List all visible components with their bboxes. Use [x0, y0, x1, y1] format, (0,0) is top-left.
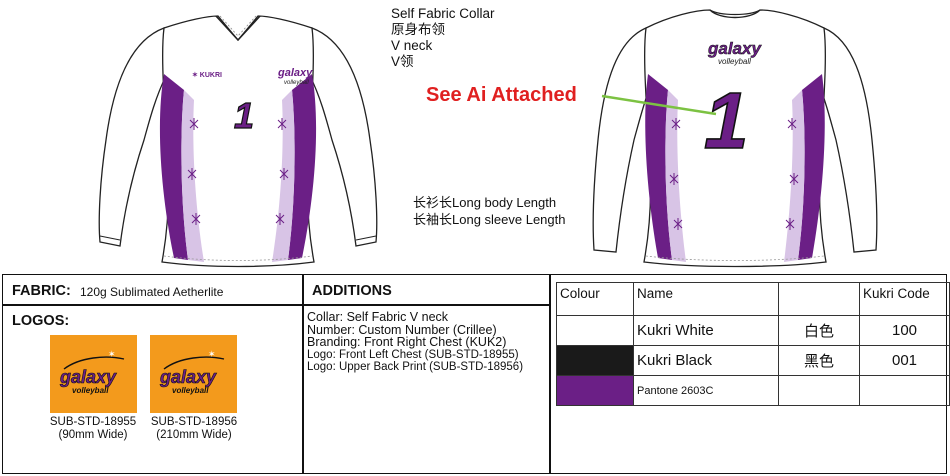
pointer-line [601, 94, 717, 116]
kukri-chest-brand: ✶ KUKRI [192, 71, 222, 79]
back-left-sleeve [592, 27, 655, 253]
logo-caption: SUB-STD-18955 (90mm Wide) [38, 416, 148, 442]
colour-table: Colour Name Kukri Code Kukri White 白色 10… [556, 282, 950, 406]
logo-swatch-18955: ✶ galaxy volleyball [50, 335, 137, 413]
right-side-panel [288, 74, 317, 260]
addition-item: Logo: Upper Back Print (SUB-STD-18956) [307, 361, 524, 373]
collar-note-line: V neck [391, 38, 433, 53]
left-sleeve [98, 27, 167, 247]
galaxy-chest-logo: galaxy volleyball [277, 67, 313, 86]
colour-swatch-black [556, 345, 634, 376]
see-ai-note: See Ai Attached [426, 84, 577, 106]
svg-text:galaxy: galaxy [159, 367, 217, 387]
jersey-front-illustration: ✶ KUKRI galaxy volleyball 1 [98, 15, 378, 268]
header-kukri-code: Kukri Code [859, 282, 950, 316]
colour-row: Kukri Black 黑色 001 [556, 345, 950, 376]
galaxy-back-logo: galaxy volleyball [707, 39, 763, 66]
svg-text:volleyball: volleyball [284, 80, 309, 86]
addition-item: Branding: Front Right Chest (KUK2) [307, 335, 507, 349]
colour-swatch-white [556, 315, 634, 346]
additions-title: ADDITIONS [312, 283, 392, 299]
additions-list: Collar: Self Fabric V neck Number: Custo… [307, 311, 523, 374]
colour-table-header: Colour Name Kukri Code [556, 282, 950, 316]
length-notes: 长衫长Long body Length 长袖长Long sleeve Lengt… [413, 194, 565, 228]
fabric-label: FABRIC: [12, 283, 71, 299]
colour-code: 100 [859, 315, 950, 346]
svg-text:volleyball: volleyball [72, 386, 109, 395]
length-note-line: 长袖长Long sleeve Length [413, 212, 566, 227]
logo-code: SUB-STD-18956 [150, 416, 238, 428]
left-side-panel [159, 74, 188, 260]
v-neck-collar [215, 15, 261, 42]
header-blank [778, 282, 860, 316]
collar-note-line: V领 [391, 54, 414, 69]
colour-row: Pantone 2603C [556, 375, 950, 406]
colour-code: 001 [859, 345, 950, 376]
svg-text:volleyball: volleyball [172, 386, 209, 395]
length-note-line: 长衫长Long body Length [413, 195, 557, 210]
divider [549, 274, 551, 474]
logo-code: SUB-STD-18955 [49, 416, 137, 428]
divider [302, 274, 304, 474]
header-colour: Colour [556, 282, 634, 316]
galaxy-logo-icon: ✶ galaxy volleyball [159, 349, 225, 395]
jersey-number-back: 1 [704, 76, 749, 165]
colour-name: Pantone 2603C [633, 375, 779, 406]
svg-text:✶: ✶ [208, 349, 216, 359]
addition-item: Number: Custom Number (Crillee) [307, 322, 497, 337]
galaxy-logo-icon: ✶ galaxy volleyball [59, 349, 125, 395]
colour-name: Kukri White [633, 315, 779, 346]
svg-text:volleyball: volleyball [718, 57, 751, 66]
colour-name: Kukri Black [633, 345, 779, 376]
collar-notes: Self Fabric Collar 原身布领 V neck V领 [391, 6, 495, 70]
back-collar [709, 9, 761, 19]
svg-text:galaxy: galaxy [277, 67, 313, 79]
colour-name-cn [778, 375, 860, 406]
divider [2, 304, 302, 306]
collar-note-line: 原身布领 [391, 22, 445, 37]
jersey-number-front: 1 [234, 95, 254, 136]
header-name: Name [633, 282, 779, 316]
svg-text:galaxy: galaxy [707, 39, 762, 58]
logos-label: LOGOS: [12, 313, 70, 329]
svg-text:galaxy: galaxy [59, 367, 117, 387]
colour-code [859, 375, 950, 406]
jersey-back-illustration: galaxy volleyball 1 [592, 9, 878, 268]
colour-swatch-purple [556, 375, 634, 406]
collar-note-line: Self Fabric Collar [391, 6, 495, 21]
colour-name-cn: 白色 [778, 315, 860, 346]
logo-caption: SUB-STD-18956 (210mm Wide) [139, 416, 249, 442]
colour-name-cn: 黑色 [778, 345, 860, 376]
logo-swatch-18956: ✶ galaxy volleyball [150, 335, 237, 413]
fabric-value: 120g Sublimated Aetherlite [80, 285, 224, 299]
logo-size: (210mm Wide) [156, 429, 232, 441]
colour-row: Kukri White 白色 100 [556, 315, 950, 346]
svg-text:✶: ✶ [108, 349, 116, 359]
logo-size: (90mm Wide) [58, 429, 128, 441]
back-right-sleeve [815, 27, 878, 253]
addition-item: Collar: Self Fabric V neck [307, 310, 449, 324]
right-sleeve [309, 27, 378, 247]
divider [302, 304, 550, 306]
addition-item: Logo: Front Left Chest (SUB-STD-18955) [307, 348, 519, 361]
